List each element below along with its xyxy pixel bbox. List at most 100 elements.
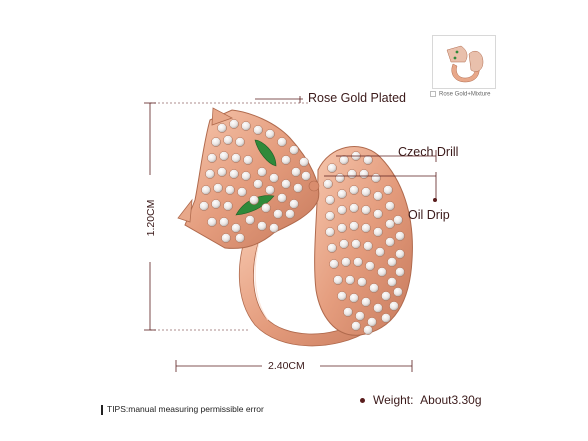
crystal	[347, 169, 357, 179]
crystal	[281, 179, 291, 189]
crystal	[199, 201, 209, 211]
crystal	[335, 173, 345, 183]
fox-eye-top	[254, 139, 277, 167]
fox-ear-top	[211, 107, 233, 126]
crystal	[369, 283, 379, 293]
crystal	[241, 121, 251, 131]
crystal	[223, 135, 233, 145]
crystal	[357, 277, 367, 287]
crystal	[381, 291, 391, 301]
crystal	[201, 185, 211, 195]
crystal	[349, 293, 359, 303]
crystal	[383, 185, 393, 195]
crystal	[337, 189, 347, 199]
crystal	[241, 171, 251, 181]
crystal	[231, 223, 241, 233]
height-dimension-label: 1.20CM	[145, 199, 157, 237]
crystal	[361, 223, 371, 233]
crystal	[237, 187, 247, 197]
crystal	[221, 233, 231, 243]
crystal	[339, 239, 349, 249]
crystal	[249, 195, 259, 205]
crystal	[213, 183, 223, 193]
crystal	[217, 167, 227, 177]
crystal	[325, 195, 335, 205]
crystal	[375, 247, 385, 257]
crystal	[265, 185, 275, 195]
crystal	[339, 155, 349, 165]
crystal	[273, 209, 283, 219]
crystal	[253, 179, 263, 189]
crystal	[211, 199, 221, 209]
fox-head	[184, 109, 320, 249]
fox-ear-side	[177, 198, 193, 223]
crystal	[291, 167, 301, 177]
crystal	[377, 267, 387, 277]
crystal	[253, 125, 263, 135]
crystal	[359, 169, 369, 179]
crystal	[395, 267, 405, 277]
crystal	[365, 261, 375, 271]
crystal	[337, 223, 347, 233]
crystal	[231, 153, 241, 163]
crystal	[217, 123, 227, 133]
crystal	[355, 311, 365, 321]
crystal	[223, 201, 233, 211]
bullet-icon	[360, 398, 365, 404]
crystal	[361, 297, 371, 307]
crystal	[351, 239, 361, 249]
crystal	[229, 119, 239, 129]
crystal	[353, 257, 363, 267]
crystal	[265, 129, 275, 139]
crystal-pave	[199, 119, 405, 335]
crystal	[285, 209, 295, 219]
tips-note: TIPS:manual measuring permissible error	[101, 404, 264, 415]
crystal	[333, 275, 343, 285]
callout-czech-drill: Czech Drill	[398, 145, 459, 159]
crystal	[373, 303, 383, 313]
crystal	[349, 221, 359, 231]
thumbnail-caption: Rose Gold+Mixture	[430, 91, 491, 98]
width-dimension-label: 2.40CM	[268, 360, 305, 372]
crystal	[299, 157, 309, 167]
fox-eye-bottom	[235, 195, 275, 216]
callout-rose-gold: Rose Gold Plated	[308, 91, 406, 105]
crystal	[269, 223, 279, 233]
fox-nose	[308, 180, 320, 192]
crystal	[381, 313, 391, 323]
crystal	[385, 237, 395, 247]
crystal	[277, 193, 287, 203]
crystal	[341, 257, 351, 267]
crystal	[389, 301, 399, 311]
thumbnail-ring-icon	[446, 45, 484, 83]
weight-info: Weight: About3.30g	[360, 393, 482, 407]
crystal	[345, 275, 355, 285]
crystal	[327, 243, 337, 253]
crystal	[351, 321, 361, 331]
crystal	[361, 205, 371, 215]
crystal	[349, 185, 359, 195]
crystal	[387, 257, 397, 267]
crystal	[373, 191, 383, 201]
crystal	[269, 173, 279, 183]
crystal	[323, 179, 333, 189]
crystal	[361, 187, 371, 197]
crystal	[325, 227, 335, 237]
crystal	[243, 155, 253, 165]
crystal	[207, 153, 217, 163]
crystal	[385, 201, 395, 211]
crystal	[261, 203, 271, 213]
crystal	[245, 215, 255, 225]
crystal	[289, 199, 299, 209]
crystal	[205, 169, 215, 179]
crystal	[207, 217, 217, 227]
crystal	[293, 183, 303, 193]
crystal	[281, 155, 291, 165]
crystal	[373, 227, 383, 237]
checkbox-icon[interactable]	[430, 91, 436, 97]
variant-thumbnail[interactable]	[432, 35, 496, 89]
crystal	[363, 325, 373, 335]
crystal	[393, 215, 403, 225]
guide-lines	[144, 96, 437, 372]
